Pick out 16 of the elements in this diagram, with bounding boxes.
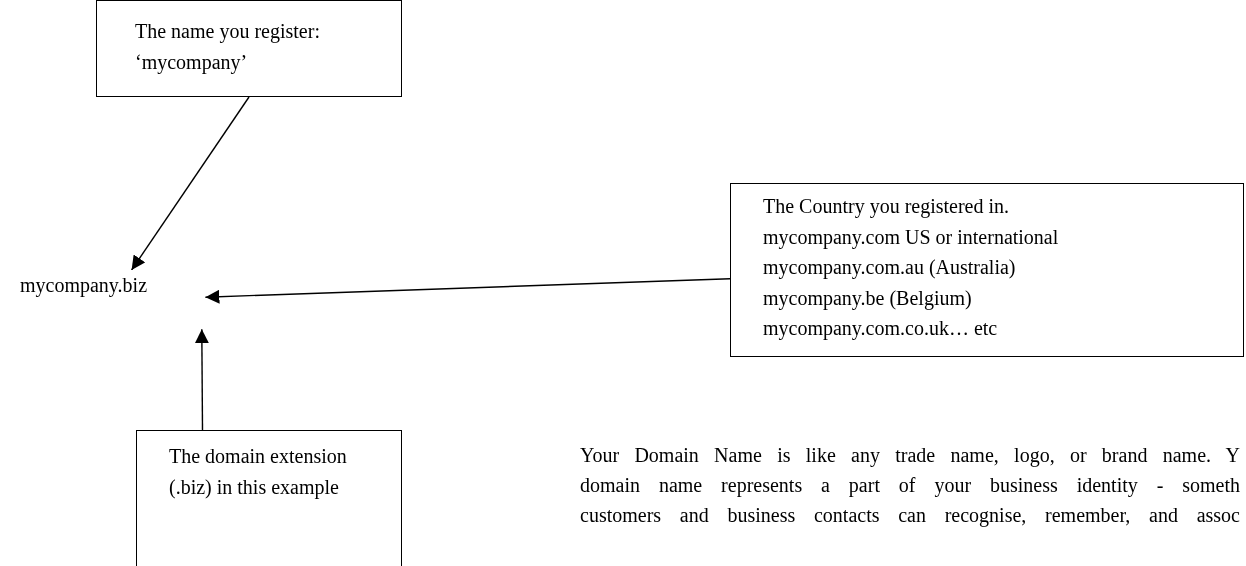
- callout-text: mycompany.com.au (Australia): [763, 255, 1017, 281]
- callout-text: The domain extension (.biz) in this example: [169, 444, 348, 501]
- callout-box: [96, 0, 402, 97]
- arrow: [130, 96, 250, 271]
- callout-text: mycompany.be (Belgium): [763, 285, 973, 312]
- callout-text: The Country you registered in.: [763, 194, 1011, 220]
- callout-box: [730, 183, 1244, 357]
- paragraph-line: customers and business contacts can recognise, remember, and assoc: [580, 503, 1240, 529]
- arrow: [194, 328, 209, 431]
- paragraph-line: domain name represents a part of your business identity - someth: [580, 473, 1240, 499]
- callout-text: mycompany.com US or international: [763, 224, 1060, 251]
- callout-text: The name you register: ‘mycompany’: [135, 19, 321, 76]
- callout-text: mycompany.com.co.uk… etc: [763, 316, 999, 342]
- callout-box: [136, 430, 402, 566]
- paragraph-line: Your Domain Name is like any trade name, logo, or brand name. Y: [580, 443, 1240, 469]
- arrow: [204, 278, 731, 304]
